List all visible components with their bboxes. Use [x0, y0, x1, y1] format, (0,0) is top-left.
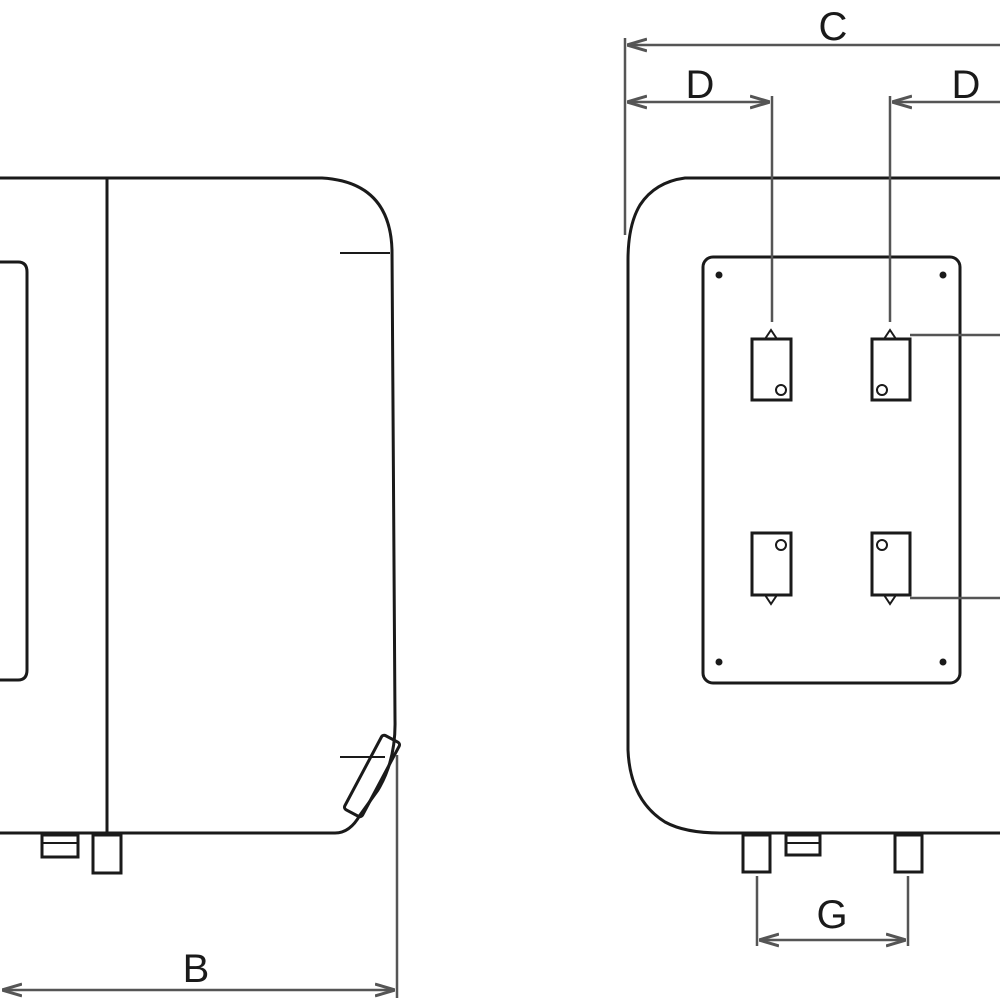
side-pipe [91, 833, 123, 875]
bracket-bottom-left [750, 531, 793, 597]
front-view: C D D G [623, 5, 1000, 946]
front-body-outline [626, 176, 1000, 835]
bracket-screw [876, 539, 888, 551]
bracket-bottom-right [870, 531, 912, 597]
bracket-top-left [750, 337, 793, 402]
bracket-top-right [870, 337, 912, 402]
screw-icon [715, 658, 723, 666]
bracket-notch [883, 328, 897, 340]
side-fitting-nut [40, 833, 80, 859]
side-body-outline [0, 176, 397, 835]
bracket-screw [775, 384, 787, 396]
front-pipe-right [893, 833, 924, 874]
dim-c-label: C [819, 5, 848, 49]
bracket-screw [775, 539, 787, 551]
dim-g-label: G [816, 893, 847, 937]
mounting-brackets [750, 328, 912, 606]
side-view: B [0, 176, 401, 998]
bracket-screw [876, 384, 888, 396]
front-pipe-left [741, 833, 772, 874]
dim-d-left-label: D [686, 63, 715, 107]
side-control-panel [0, 260, 29, 682]
bracket-notch [764, 594, 778, 606]
dim-b-label: B [183, 947, 210, 991]
plate-screws [715, 271, 947, 666]
screw-icon [939, 658, 947, 666]
bracket-notch [883, 594, 897, 606]
screw-icon [715, 271, 723, 279]
front-fitting-nut [784, 833, 822, 857]
dim-d-right-label: D [952, 63, 981, 107]
mounting-plate [701, 255, 962, 685]
bracket-notch [764, 328, 778, 340]
screw-icon [939, 271, 947, 279]
safety-valve [343, 733, 401, 819]
